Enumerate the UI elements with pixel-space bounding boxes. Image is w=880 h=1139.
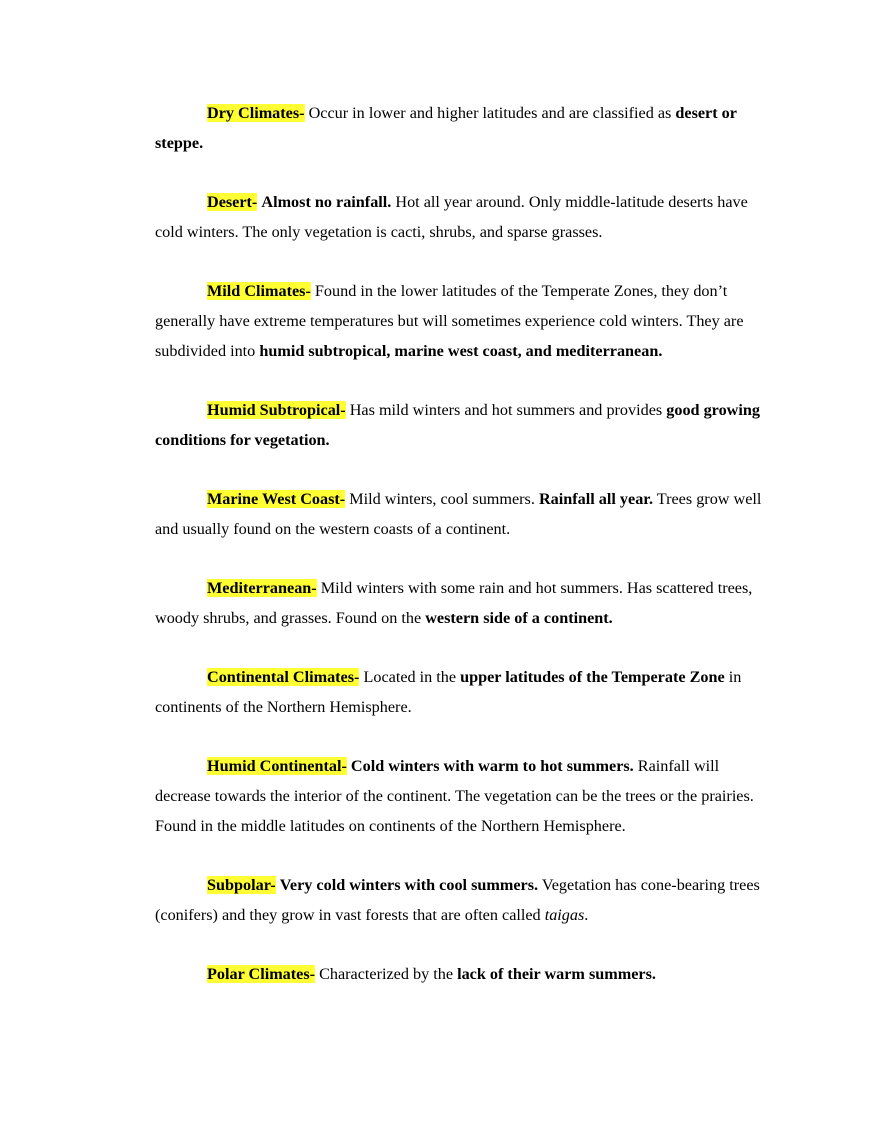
bold-text: western side of a continent. [425,608,613,627]
definition-paragraph: Mild Climates- Found in the lower latitu… [155,277,777,366]
bold-text: upper latitudes of the Temperate Zone [460,668,725,687]
highlighted-term: Humid Subtropical- [207,400,346,419]
definition-text: Rainfall will decrease towards the inter… [155,757,754,835]
definition-text: Has mild winters and hot summers and pro… [345,400,667,419]
definition-text: Located in the [359,668,461,687]
highlighted-term: Polar Climates- [207,965,316,984]
definition-paragraph: Desert- Almost no rainfall. Hot all year… [155,188,777,247]
definition-text: Vegetation has cone-bearing trees (conif… [155,876,760,924]
bold-text: Almost no rainfall. [261,193,392,212]
bold-text: lack of their warm summers. [457,965,656,984]
definition-paragraph: Humid Continental- Cold winters with war… [155,752,777,841]
definition-text: Trees grow well and usually found on the… [155,490,762,538]
definition-text: in continents of the Northern Hemisphere… [155,668,742,716]
highlighted-term: Mediterranean- [207,579,317,598]
definition-paragraph: Dry Climates- Occur in lower and higher … [155,99,777,158]
definition-text: Found in the lower latitudes of the Temp… [155,282,744,360]
bold-text: humid subtropical, marine west coast, an… [259,341,663,360]
definition-paragraph: Polar Climates- Characterized by the lac… [155,960,777,990]
definition-text: Occur in lower and higher latitudes and … [304,104,676,122]
definition-text: Hot all year around. Only middle-latitud… [155,193,748,241]
definition-paragraph: Marine West Coast- Mild winters, cool su… [155,485,777,544]
highlighted-term: Dry Climates- [207,104,305,122]
definition-text: Mild winters with some rain and hot summ… [155,579,753,627]
bold-text: good growing conditions for vegetation. [155,400,760,449]
highlighted-term: Marine West Coast- [207,490,346,509]
definition-text: Characterized by the [315,965,458,984]
definition-paragraph: Humid Subtropical- Has mild winters and … [155,396,777,455]
bold-text: Very cold winters with cool summers. [279,876,539,895]
definition-paragraph: Continental Climates- Located in the upp… [155,663,777,722]
highlighted-term: Subpolar- [207,876,276,895]
definition-paragraph: Mediterranean- Mild winters with some ra… [155,574,777,633]
bold-text: Cold winters with warm to hot summers. [350,757,634,776]
definition-text: Mild winters, cool summers. [345,490,539,509]
highlighted-term: Humid Continental- [207,757,347,776]
bold-text: Rainfall all year. [538,490,654,509]
document-body: Dry Climates- Occur in lower and higher … [155,99,777,1020]
definition-text: . [584,905,589,924]
definition-paragraph: Subpolar- Very cold winters with cool su… [155,871,777,930]
bold-text: desert or steppe. [155,104,737,152]
highlighted-term: Desert- [207,193,258,212]
highlighted-term: Mild Climates- [207,282,311,301]
italic-text: taigas [544,905,585,924]
highlighted-term: Continental Climates- [207,668,360,687]
